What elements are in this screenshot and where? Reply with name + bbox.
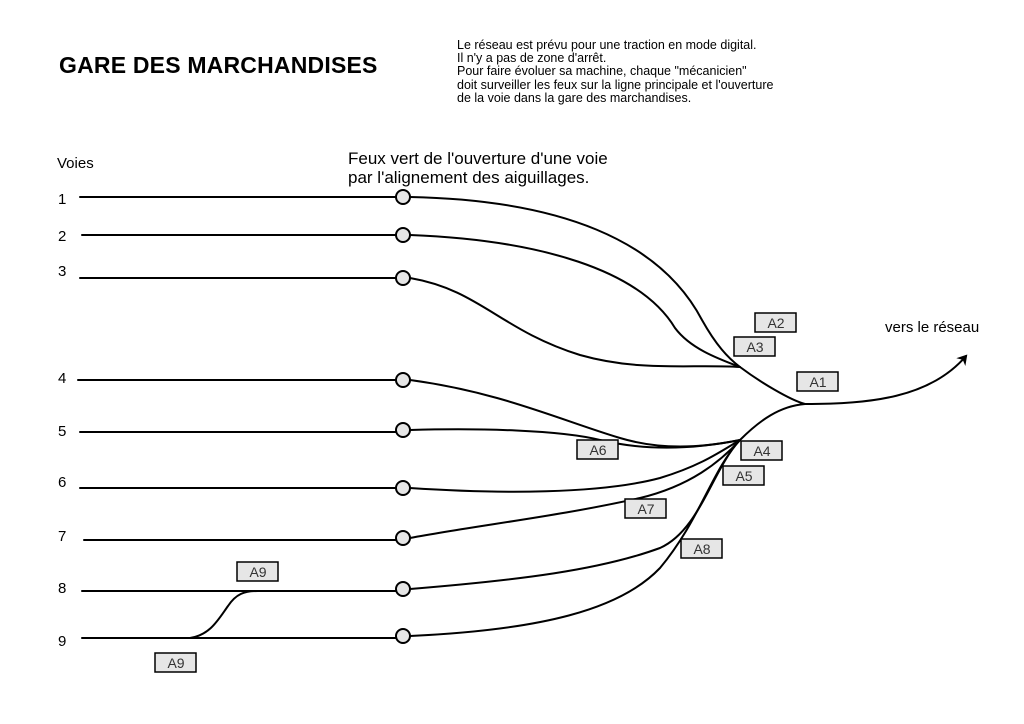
signal-track-7 [395, 530, 411, 546]
track-number-7: 7 [58, 528, 67, 545]
track-number-4: 4 [58, 370, 67, 387]
track-number-8: 8 [58, 580, 67, 597]
track-number-5: 5 [58, 423, 67, 440]
switch-a5-label: A5 [735, 468, 752, 484]
track-2-curve [409, 234, 741, 368]
track-7-curve [409, 439, 741, 539]
lower-merge [739, 403, 806, 441]
track-number-1: 1 [58, 191, 67, 208]
switch-a7-label: A7 [637, 501, 654, 517]
exit-line [804, 354, 968, 405]
track-5-curve [409, 428, 741, 449]
signal-track-4 [395, 372, 411, 388]
switch-a9-upper-label: A9 [249, 564, 266, 580]
tracks-header: Voies [57, 155, 94, 172]
switch-a8-box [680, 538, 723, 559]
note-line: Le réseau est prévu pour une traction en… [457, 38, 757, 52]
track-9-curve [409, 439, 741, 637]
switch-a3-label: A3 [746, 339, 763, 355]
network-exit-label: vers le réseau [885, 319, 980, 336]
signal-caption-line: par l'alignement des aiguillages. [348, 168, 590, 187]
note-line: de la voie dans la gare des marchandises… [457, 90, 692, 105]
signal-track-1 [395, 189, 411, 205]
switch-a3-box [733, 336, 776, 357]
crossover-a9 [189, 590, 259, 639]
track-3-curve [409, 277, 741, 368]
operating-notes: Le réseau est prévu pour une traction en… [457, 38, 774, 105]
track-6-curve [409, 439, 741, 493]
switch-a2-label: A2 [767, 315, 784, 331]
note-line: Il n'y a pas de zone d'arrêt. [457, 51, 607, 66]
switch-a5-box [722, 465, 765, 486]
track-number-3: 3 [58, 263, 67, 280]
switch-a4-label: A4 [753, 443, 770, 459]
switch-a2-box [754, 312, 797, 333]
track-8-curve [409, 439, 741, 590]
track-number-9: 9 [58, 633, 67, 650]
switch-a8-label: A8 [693, 541, 710, 557]
note-line: doit surveiller les feux sur la ligne pr… [457, 77, 774, 92]
switch-a4-box [740, 440, 783, 461]
switch-a9-lower-box [154, 652, 197, 673]
track-number-2: 2 [58, 228, 67, 245]
upper-merge [739, 366, 806, 405]
switch-a7-box [624, 498, 667, 519]
switch-a9-upper-box [236, 561, 279, 582]
signal-track-2 [395, 227, 411, 243]
switch-a1-label: A1 [809, 374, 826, 390]
signal-track-5 [395, 422, 411, 438]
switch-a6-box [576, 439, 619, 460]
track-4-curve [409, 379, 741, 448]
signal-caption-line: Feux vert de l'ouverture d'une voie [348, 149, 608, 168]
track-1-curve [409, 196, 741, 368]
track-number-6: 6 [58, 474, 67, 491]
switch-a6-label: A6 [589, 442, 606, 458]
switch-a1-box [796, 371, 839, 392]
signal-caption: Feux vert de l'ouverture d'une voie par … [348, 149, 608, 187]
signal-track-8 [395, 581, 411, 597]
signal-track-3 [395, 270, 411, 286]
signal-track-9 [395, 628, 411, 644]
diagram-title: GARE DES MARCHANDISES [59, 52, 378, 78]
switch-a9-lower-label: A9 [167, 655, 184, 671]
note-line: Pour faire évoluer sa machine, chaque "m… [457, 64, 747, 79]
signal-track-6 [395, 480, 411, 496]
